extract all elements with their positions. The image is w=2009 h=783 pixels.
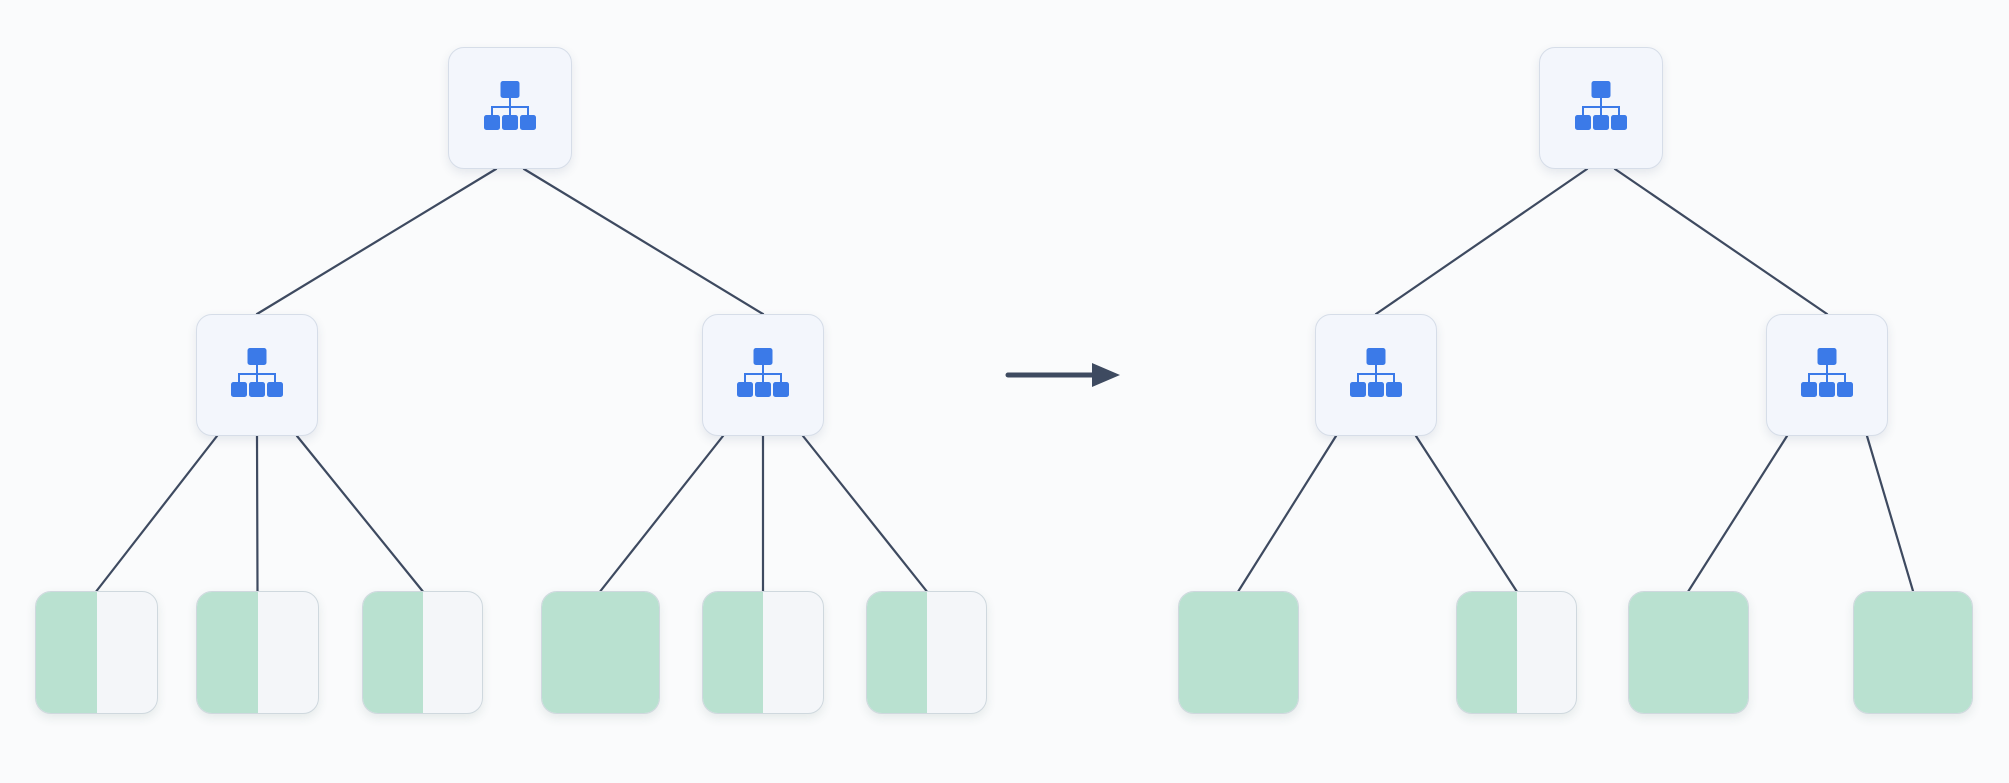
tree-edge xyxy=(1687,434,1789,593)
leaf-fill xyxy=(1629,592,1748,713)
tree-before-leaf-6 xyxy=(866,591,987,714)
hierarchy-icon xyxy=(1575,81,1627,130)
tree-before-internal-node-2 xyxy=(702,314,824,436)
tree-before-leaf-5 xyxy=(702,591,824,714)
tree-edge xyxy=(599,434,725,593)
leaf-fill xyxy=(703,592,763,713)
tree-before-leaf-3 xyxy=(362,591,483,714)
leaf-fill xyxy=(1179,592,1298,713)
leaf-fill xyxy=(1854,592,1972,713)
tree-edge xyxy=(295,434,424,593)
tree-before-leaf-1 xyxy=(35,591,158,714)
hierarchy-icon xyxy=(1801,348,1853,397)
tree-before-root-node xyxy=(448,47,572,169)
hierarchy-icon xyxy=(231,348,283,397)
tree-after-leaf-3 xyxy=(1628,591,1749,714)
tree-after-leaf-1 xyxy=(1178,591,1299,714)
arrow-right-icon xyxy=(1005,363,1120,387)
tree-after-root-node xyxy=(1539,47,1663,169)
leaf-fill xyxy=(1457,592,1517,713)
tree-after-internal-node-1 xyxy=(1315,314,1437,436)
tree-before-leaf-2 xyxy=(196,591,319,714)
tree-edge xyxy=(1865,434,1915,593)
tree-after-leaf-4 xyxy=(1853,591,1973,714)
tree-edge xyxy=(1237,434,1338,593)
leaf-fill xyxy=(867,592,927,713)
tree-after-leaf-2 xyxy=(1456,591,1577,714)
hierarchy-icon xyxy=(737,348,789,397)
tree-edge xyxy=(1374,167,1589,316)
tree-after-internal-node-2 xyxy=(1766,314,1888,436)
hierarchy-icon xyxy=(1350,348,1402,397)
hierarchy-icon xyxy=(484,81,536,130)
leaf-fill xyxy=(363,592,423,713)
tree-edge xyxy=(255,167,498,316)
leaf-fill xyxy=(36,592,97,713)
tree-before-internal-node-1 xyxy=(196,314,318,436)
tree-edge xyxy=(1414,434,1518,593)
tree-edge xyxy=(255,434,259,593)
tree-edge xyxy=(801,434,928,593)
tree-before-leaf-4 xyxy=(541,591,660,714)
tree-edge xyxy=(1613,167,1829,316)
leaf-fill xyxy=(542,592,659,713)
tree-edge xyxy=(522,167,765,316)
tree-edge xyxy=(95,434,219,593)
leaf-fill xyxy=(197,592,258,713)
